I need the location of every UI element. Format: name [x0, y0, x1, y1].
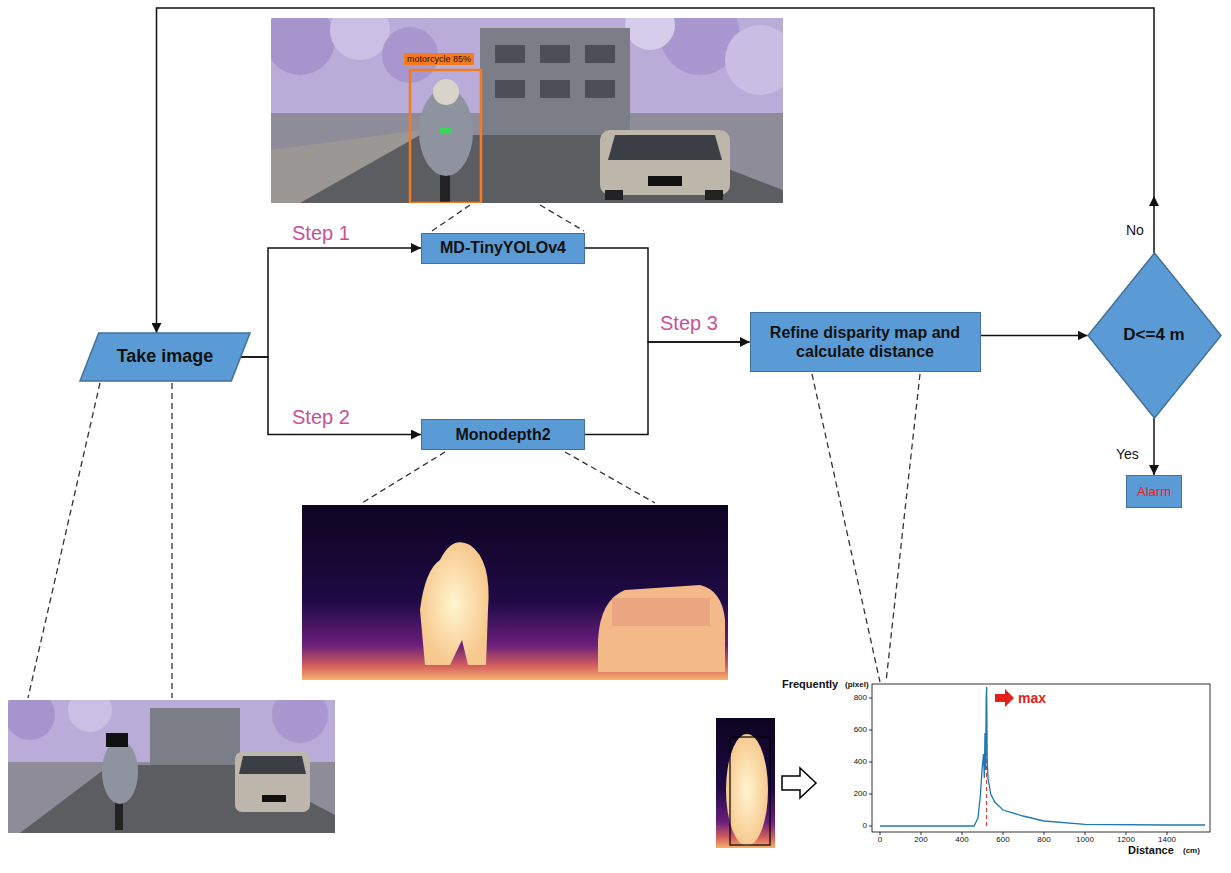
flow-arrow — [585, 342, 750, 435]
histogram-plot — [869, 684, 1210, 835]
input-parallelogram: Take image — [80, 333, 250, 381]
edge-label: Step 3 — [660, 312, 718, 335]
process-box: MD-TinyYOLOv4 — [421, 233, 585, 264]
tick-label: 800 — [854, 693, 867, 702]
node-text: Alarm — [1137, 484, 1171, 500]
tick-label: 200 — [854, 789, 867, 798]
tick-label: 600 — [996, 835, 1009, 844]
flow-arrow — [585, 248, 750, 342]
tick-label: 0 — [863, 821, 867, 830]
alarm-box: Alarm — [1126, 475, 1182, 508]
process-box: Monodepth2 — [421, 419, 585, 450]
tick-label: 1000 — [1076, 835, 1094, 844]
input-photo — [8, 700, 335, 833]
tick-label: 800 — [1037, 835, 1050, 844]
flow-arrow — [241, 248, 421, 357]
street-photo-detection — [271, 18, 783, 203]
axis-unit: (pixel) — [845, 680, 869, 689]
tick-label: 400 — [955, 835, 968, 844]
tick-label: 1400 — [1158, 835, 1176, 844]
tick-label: 600 — [854, 725, 867, 734]
tick-label: 200 — [914, 835, 927, 844]
axis-unit: (cm) — [1183, 846, 1200, 855]
flow-arrow — [981, 335, 1088, 337]
decision-diamond: D<=4 m — [1088, 253, 1221, 418]
flow-arrow — [1153, 418, 1155, 475]
depth-map — [302, 505, 728, 680]
node-text: Take image — [117, 346, 214, 368]
leader-lines — [28, 205, 920, 698]
max-marker: max — [1018, 690, 1046, 706]
tick-label: 400 — [854, 757, 867, 766]
edge-label: Step 1 — [292, 222, 350, 245]
node-text: Monodepth2 — [455, 425, 550, 444]
edge-label: No — [1126, 222, 1144, 238]
process-box: Refine disparity map and calculate dista… — [750, 312, 981, 372]
node-text: Refine disparity map and calculate dista… — [759, 323, 971, 361]
edge-label: Yes — [1116, 446, 1139, 462]
flow-arrow — [241, 357, 421, 435]
node-text: D<=4 m — [1123, 325, 1184, 345]
axis-title: Frequently — [782, 678, 838, 691]
tick-label: 0 — [878, 835, 882, 844]
depth-crop — [716, 718, 816, 848]
node-text: MD-TinyYOLOv4 — [440, 238, 566, 257]
flow-arrow — [157, 8, 1155, 333]
detection-label: motorcycle 85% — [404, 53, 474, 65]
axis-title: Distance — [1128, 844, 1174, 857]
tick-label: 1200 — [1117, 835, 1135, 844]
edge-label: Step 2 — [292, 406, 350, 429]
